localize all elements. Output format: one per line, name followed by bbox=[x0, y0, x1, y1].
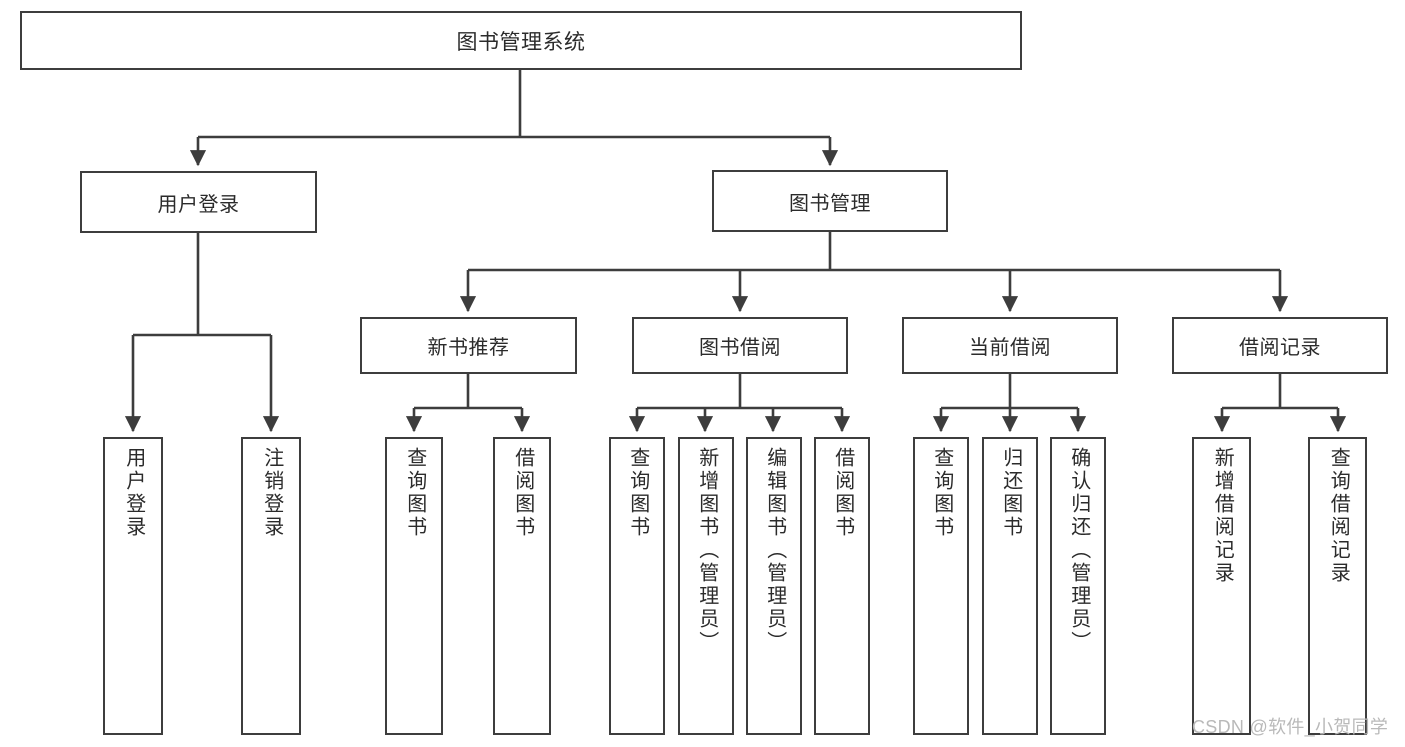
node-borrow-record[interactable]: 借阅记录 bbox=[1172, 317, 1388, 374]
node-leaf-borrow-book-label: 借阅图书 bbox=[831, 447, 854, 539]
node-root-label: 图书管理系统 bbox=[456, 30, 586, 54]
node-leaf-user-login[interactable]: 用户登录 bbox=[103, 437, 163, 735]
node-new-book-recommend-label: 新书推荐 bbox=[427, 337, 510, 359]
node-leaf-return-book-label: 归还图书 bbox=[999, 447, 1022, 539]
node-user-login[interactable]: 用户登录 bbox=[80, 171, 317, 233]
node-book-borrow[interactable]: 图书借阅 bbox=[632, 317, 848, 374]
node-book-borrow-label: 图书借阅 bbox=[699, 337, 781, 359]
node-leaf-borrow-book[interactable]: 借阅图书 bbox=[814, 437, 870, 735]
node-leaf-add-record-label: 新增借阅记录 bbox=[1211, 447, 1234, 585]
node-current-borrow-label: 当前借阅 bbox=[969, 337, 1051, 359]
node-new-book-recommend[interactable]: 新书推荐 bbox=[360, 317, 577, 374]
node-leaf-query-book-borrow[interactable]: 查询图书 bbox=[609, 437, 665, 735]
node-leaf-query-book-rec[interactable]: 查询图书 bbox=[385, 437, 443, 735]
node-borrow-record-label: 借阅记录 bbox=[1239, 337, 1321, 359]
node-leaf-query-book-rec-label: 查询图书 bbox=[403, 447, 426, 539]
node-leaf-return-book[interactable]: 归还图书 bbox=[982, 437, 1038, 735]
node-leaf-confirm-return[interactable]: 确认归还（管理员） bbox=[1050, 437, 1106, 735]
node-leaf-borrow-book-rec-label: 借阅图书 bbox=[511, 447, 534, 539]
watermark-text: CSDN @软件_小贺同学 bbox=[1192, 717, 1389, 737]
node-leaf-logout-login[interactable]: 注销登录 bbox=[241, 437, 301, 735]
node-leaf-add-book[interactable]: 新增图书（管理员） bbox=[678, 437, 734, 735]
node-leaf-query-book-current[interactable]: 查询图书 bbox=[913, 437, 969, 735]
node-leaf-add-record[interactable]: 新增借阅记录 bbox=[1192, 437, 1251, 735]
node-leaf-edit-book-label: 编辑图书（管理员） bbox=[763, 447, 786, 654]
node-leaf-borrow-book-rec[interactable]: 借阅图书 bbox=[493, 437, 551, 735]
node-leaf-confirm-return-label: 确认归还（管理员） bbox=[1067, 447, 1090, 654]
node-leaf-logout-login-label: 注销登录 bbox=[260, 447, 283, 539]
node-leaf-query-book-borrow-label: 查询图书 bbox=[626, 447, 649, 539]
node-book-manage[interactable]: 图书管理 bbox=[712, 170, 948, 232]
node-leaf-query-record[interactable]: 查询借阅记录 bbox=[1308, 437, 1367, 735]
node-leaf-user-login-label: 用户登录 bbox=[122, 447, 145, 539]
node-leaf-query-book-current-label: 查询图书 bbox=[930, 447, 953, 539]
node-leaf-query-record-label: 查询借阅记录 bbox=[1327, 447, 1350, 585]
node-leaf-edit-book[interactable]: 编辑图书（管理员） bbox=[746, 437, 802, 735]
node-leaf-add-book-label: 新增图书（管理员） bbox=[695, 447, 718, 654]
node-user-login-label: 用户登录 bbox=[157, 193, 240, 216]
node-book-manage-label: 图书管理 bbox=[789, 192, 871, 215]
node-current-borrow[interactable]: 当前借阅 bbox=[902, 317, 1118, 374]
node-root[interactable]: 图书管理系统 bbox=[20, 11, 1022, 70]
